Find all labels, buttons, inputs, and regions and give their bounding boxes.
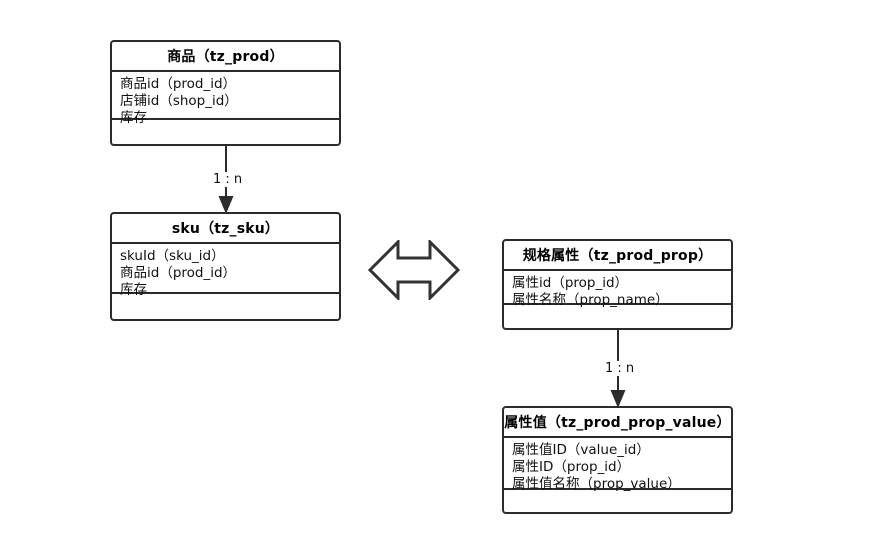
field-row: 库存 xyxy=(120,282,147,298)
entity-box-tz-sku[interactable]: sku（tz_sku） skuId（sku_id） 商品id（prod_id） … xyxy=(110,212,341,321)
field-row: 商品id（prod_id） xyxy=(120,265,237,281)
entity-title-tz-sku: sku（tz_sku） xyxy=(112,214,339,244)
entity-footer-tz-prod xyxy=(112,120,339,144)
entity-fields-tz-prod: 商品id（prod_id） 店铺id（shop_id） 库存 xyxy=(112,72,339,126)
entity-fields-tz-prod-prop: 属性id（prop_id） 属性名称（prop_name） xyxy=(504,271,731,308)
field-row: skuId（sku_id） xyxy=(120,248,225,264)
field-row: 商品id（prod_id） xyxy=(120,76,237,92)
double-headed-arrow-icon xyxy=(368,240,460,300)
entity-footer-tz-prod-prop xyxy=(504,305,731,328)
field-row: 店铺id（shop_id） xyxy=(120,93,238,109)
entity-title-tz-prod-prop-value: 属性值（tz_prod_prop_value） xyxy=(504,408,731,438)
relationship-label-prod-to-sku: 1 : n xyxy=(211,172,245,187)
relationship-label-prop-to-prop-value: 1 : n xyxy=(603,361,637,376)
entity-footer-tz-prod-prop-value xyxy=(504,490,731,512)
field-row: 属性值ID（value_id） xyxy=(512,442,650,458)
entity-footer-tz-sku xyxy=(112,294,339,319)
entity-fields-tz-prod-prop-value: 属性值ID（value_id） 属性ID（prop_id） 属性值名称（prop… xyxy=(504,438,731,492)
field-row: 属性id（prop_id） xyxy=(512,275,629,291)
entity-box-tz-prod-prop-value[interactable]: 属性值（tz_prod_prop_value） 属性值ID（value_id） … xyxy=(502,406,733,514)
entity-title-tz-prod-prop: 规格属性（tz_prod_prop） xyxy=(504,241,731,271)
entity-box-tz-prod-prop[interactable]: 规格属性（tz_prod_prop） 属性id（prop_id） 属性名称（pr… xyxy=(502,239,733,330)
field-row: 属性名称（prop_name） xyxy=(512,292,669,308)
entity-fields-tz-sku: skuId（sku_id） 商品id（prod_id） 库存 xyxy=(112,244,339,298)
field-row: 属性ID（prop_id） xyxy=(512,459,631,475)
field-row: 库存 xyxy=(120,110,147,126)
entity-box-tz-prod[interactable]: 商品（tz_prod） 商品id（prod_id） 店铺id（shop_id） … xyxy=(110,40,341,146)
entity-title-tz-prod: 商品（tz_prod） xyxy=(112,42,339,72)
field-row: 属性值名称（prop_value） xyxy=(512,476,681,492)
